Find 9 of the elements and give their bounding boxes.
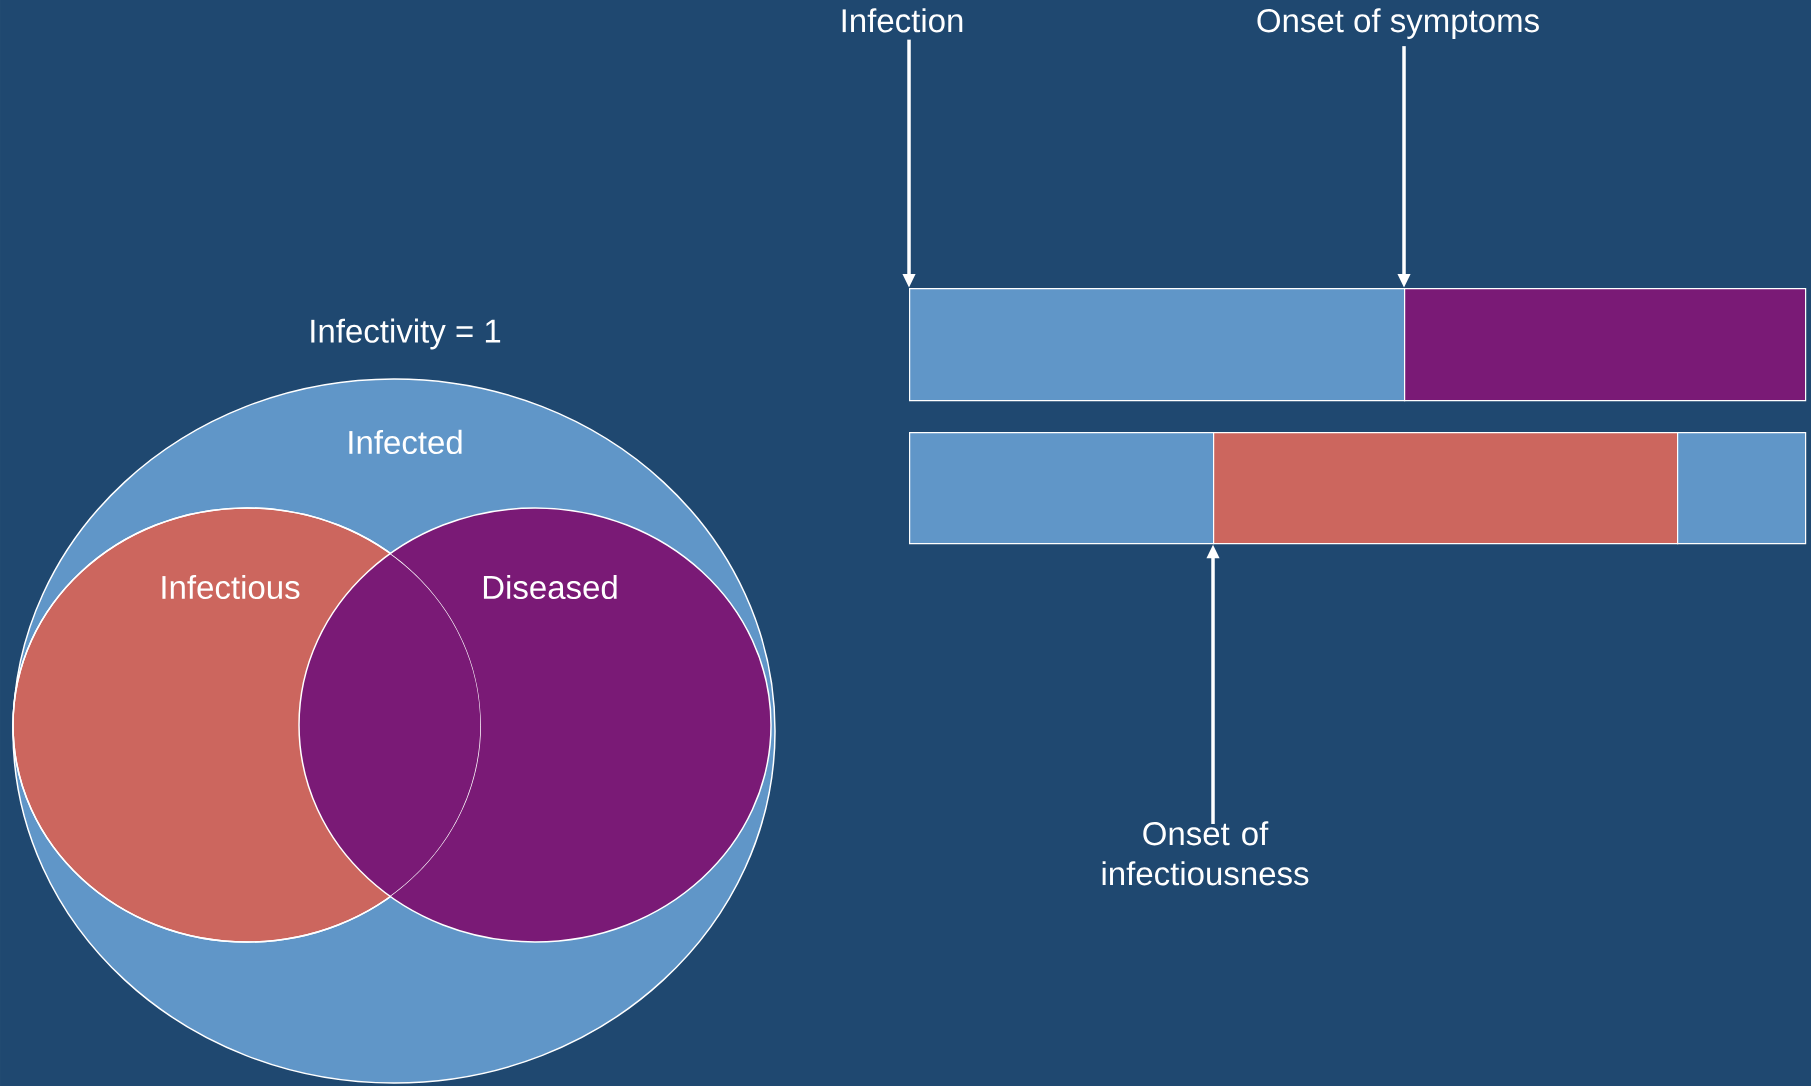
timeline-segment: [1404, 288, 1807, 402]
timeline-segment: [1213, 432, 1679, 545]
timeline-segment: [1677, 432, 1807, 545]
timeline-segment: [909, 432, 1215, 545]
event-label: Onset of symptoms: [1257, 8, 1539, 39]
heading: Infectivity = 1: [311, 318, 501, 350]
event-label: Infection: [842, 8, 963, 33]
timeline-segment: [909, 288, 1406, 402]
event-label: Onset of infectiousness: [1102, 821, 1309, 886]
